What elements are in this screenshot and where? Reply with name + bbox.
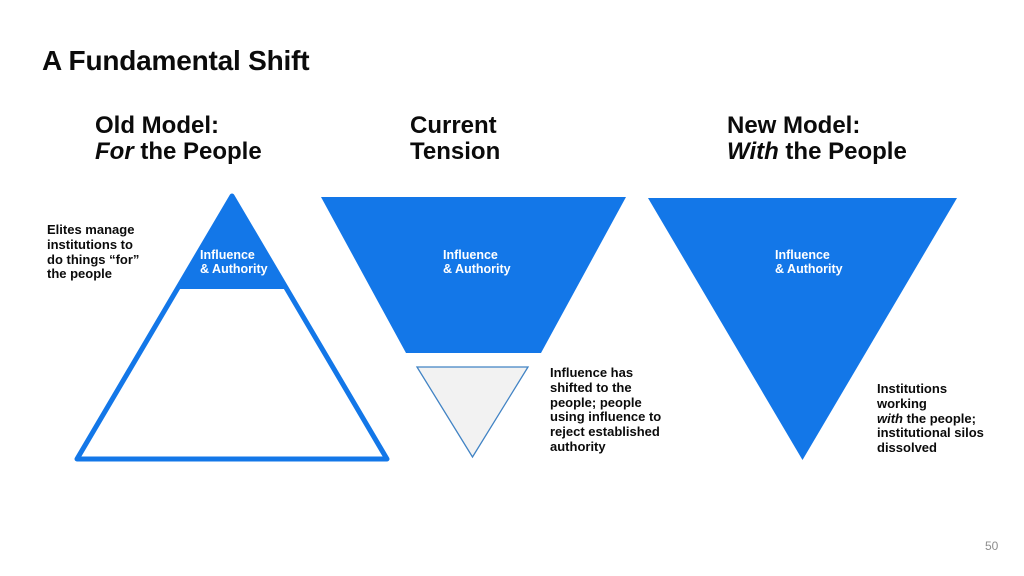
current-tension-funnel: [321, 197, 626, 353]
annotation-current-tension: Influence has shifted to the people; peo…: [550, 365, 662, 454]
annotation-pre: Institutions working: [877, 381, 948, 411]
annotation-old-model: Elites manage institutions to do things …: [47, 222, 140, 282]
annotation-post: the people; institutional silos dissolve…: [877, 410, 984, 456]
page-number: 50: [985, 539, 999, 553]
header-line-1: Old Model:: [95, 112, 219, 139]
header-line-2: For the People: [95, 137, 262, 165]
header-rest: the People: [778, 137, 907, 165]
header-italic-word: For: [95, 137, 134, 165]
column-header-new-model: New Model: With the People: [727, 113, 907, 164]
header-line-1: New Model:: [727, 112, 861, 139]
current-funnel-label: Influence & Authority: [443, 248, 511, 276]
annotation-italic-word: with: [877, 410, 903, 426]
header-rest: the People: [133, 137, 262, 165]
old-model-pyramid-apex: [177, 194, 287, 289]
new-model-inverted-triangle: [648, 198, 957, 460]
current-tension-small-triangle: [415, 366, 530, 459]
column-header-old-model: Old Model: For the People: [95, 113, 262, 164]
annotation-new-model: Institutions working with the people; in…: [877, 381, 984, 456]
header-line-1: Current: [410, 112, 497, 139]
old-pyramid-label: Influence & Authority: [200, 248, 268, 276]
header-line-2: With the People: [727, 137, 907, 165]
header-italic-word: With: [727, 137, 779, 165]
header-line-2: Tension: [410, 137, 501, 165]
column-header-current-tension: Current Tension: [410, 113, 500, 164]
new-triangle-label: Influence & Authority: [775, 248, 843, 276]
old-model-pyramid-outline: [74, 193, 390, 462]
slide-title: A Fundamental Shift: [42, 45, 310, 76]
header-rest: Tension: [410, 137, 501, 165]
